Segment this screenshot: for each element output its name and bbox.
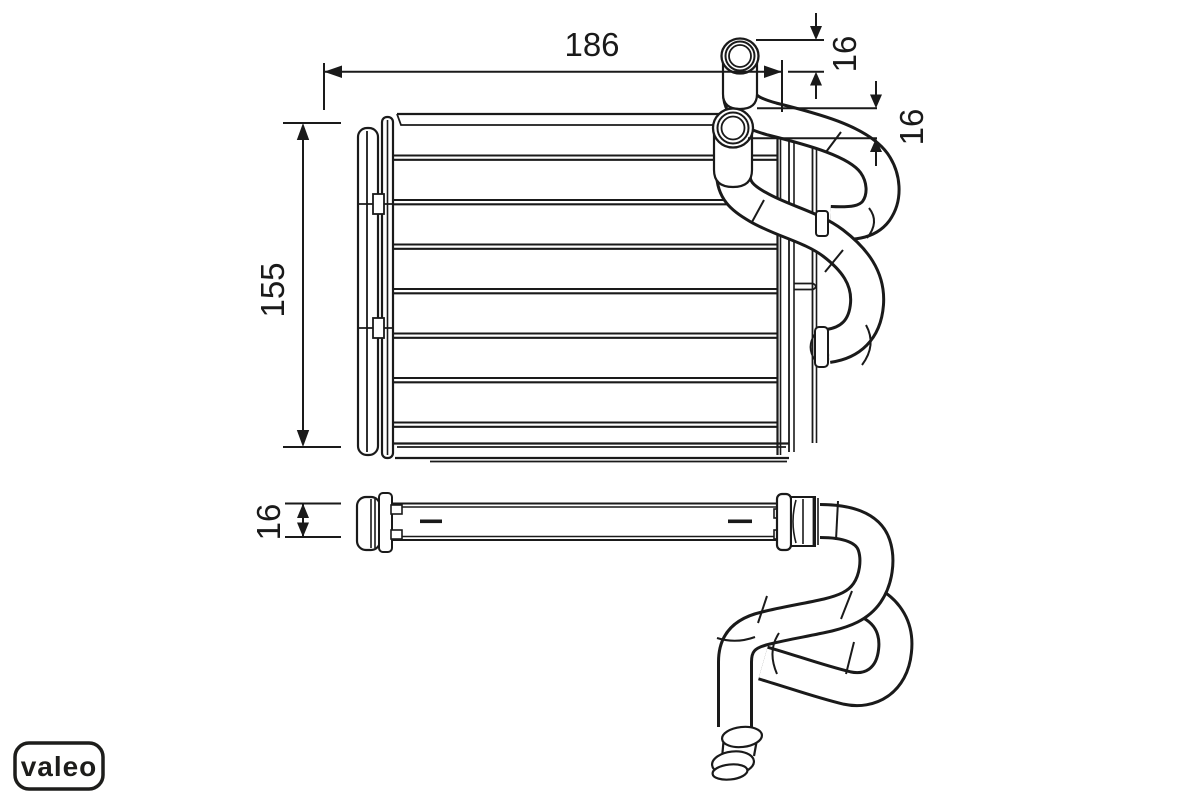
tank-clip-lower xyxy=(372,317,385,339)
bottom-view xyxy=(355,492,819,553)
arrow-down-icon xyxy=(297,522,309,537)
bottom-hose-rear xyxy=(758,579,914,708)
hose-nozzle xyxy=(710,725,764,781)
dimension-annotations: 186 16 16 155 xyxy=(250,13,930,540)
dim-pipe-side-16: 16 xyxy=(748,81,930,166)
arrow-down-icon xyxy=(296,430,310,447)
hose-ports xyxy=(809,210,829,368)
profile-strip xyxy=(390,502,779,542)
arrow-right-icon xyxy=(764,65,782,78)
tank-clip-upper xyxy=(372,193,385,215)
hose-b-seams xyxy=(751,199,872,366)
dim-height-155: 155 xyxy=(254,122,341,448)
dim-label-pipe-top: 16 xyxy=(826,36,863,73)
dim-width-186: 186 xyxy=(323,26,783,112)
dim-label-depth: 16 xyxy=(250,504,287,541)
bottom-plate xyxy=(393,442,789,463)
pipe-b xyxy=(711,107,755,189)
arrow-up-icon xyxy=(870,138,882,152)
right-end-fitting xyxy=(773,492,819,552)
arrow-up-icon xyxy=(296,123,310,140)
right-tank-tab xyxy=(794,282,817,291)
left-end-fitting xyxy=(355,492,403,553)
hose-b xyxy=(715,150,886,366)
lower-port xyxy=(814,326,829,368)
left-tank xyxy=(356,115,395,460)
pipe-a xyxy=(720,37,760,111)
front-view xyxy=(356,112,818,463)
arrow-left-icon xyxy=(324,65,342,78)
valeo-logo: valeo xyxy=(13,741,105,791)
pipe-b-opening-icon xyxy=(711,107,755,149)
right-tank xyxy=(776,128,818,455)
arrow-up-icon xyxy=(810,71,822,86)
hose-a-seams xyxy=(825,131,875,239)
dim-label-pipe-side: 16 xyxy=(893,109,930,146)
arrow-down-icon xyxy=(870,94,882,109)
upper-port xyxy=(815,210,829,237)
hose-a xyxy=(722,76,901,242)
bottom-hose-seams xyxy=(716,500,855,675)
dim-label-width: 186 xyxy=(564,26,619,63)
dim-depth-16: 16 xyxy=(250,502,341,541)
arrow-up-icon xyxy=(297,503,309,518)
core-tubes xyxy=(393,154,778,428)
bottom-hose-front xyxy=(716,500,895,727)
strip-mark-left xyxy=(420,519,442,524)
strip-mark-right xyxy=(728,519,752,524)
pipe-a-opening-icon xyxy=(720,37,760,75)
dim-pipe-top-16: 16 xyxy=(756,13,863,99)
arrow-down-icon xyxy=(810,26,822,40)
valeo-logo-text: valeo xyxy=(21,751,98,782)
dim-label-height: 155 xyxy=(254,262,291,317)
